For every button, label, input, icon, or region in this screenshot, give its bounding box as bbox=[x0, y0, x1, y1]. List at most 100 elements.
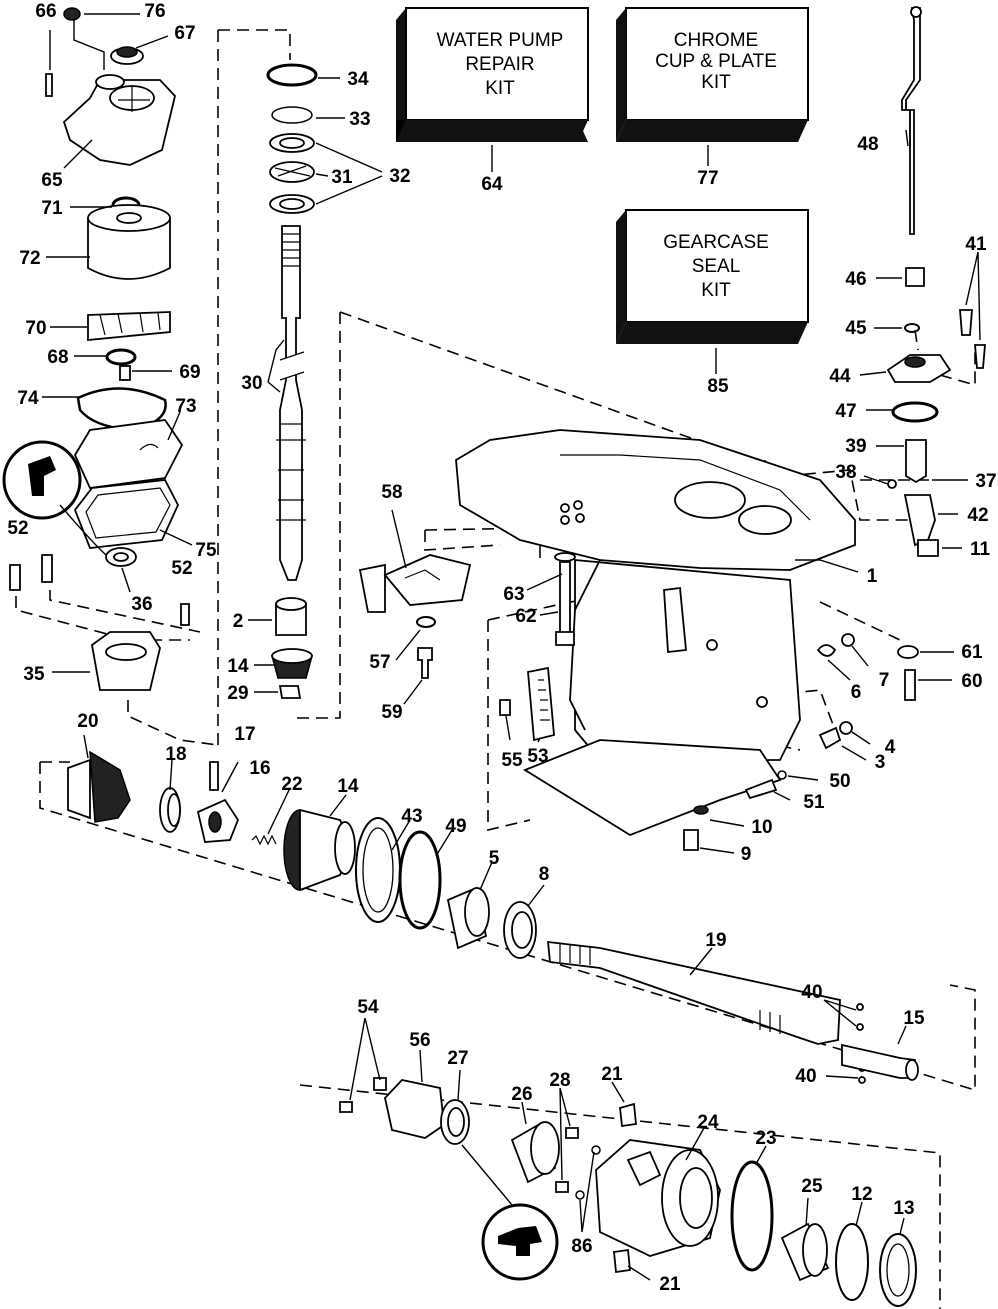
part-35 bbox=[91, 631, 161, 691]
callout-75: 75 bbox=[195, 540, 217, 561]
callout-27: 27 bbox=[447, 1048, 468, 1069]
callout-11: 11 bbox=[970, 539, 991, 560]
callout-18: 18 bbox=[165, 744, 186, 765]
part-56 bbox=[384, 1079, 445, 1139]
part-19 bbox=[546, 940, 841, 1045]
callout-26: 26 bbox=[511, 1084, 532, 1105]
kit-85-line-3: KIT bbox=[701, 280, 731, 301]
kit-64-line-2: REPAIR bbox=[465, 54, 534, 75]
callout-65: 65 bbox=[41, 170, 63, 191]
part-40b bbox=[858, 1076, 866, 1084]
callout-57: 57 bbox=[369, 652, 390, 673]
kit-77-line-2: CUP & PLATE bbox=[655, 51, 777, 72]
kit-77-number: 77 bbox=[697, 168, 718, 189]
callout-16: 16 bbox=[249, 758, 270, 779]
kit-box-85: GEARCASE SEAL KIT bbox=[616, 209, 809, 344]
part-21b bbox=[613, 1248, 631, 1274]
callout-66: 66 bbox=[35, 1, 56, 22]
callout-14-a: 14 bbox=[227, 656, 249, 677]
callout-9: 9 bbox=[741, 844, 752, 865]
part-63 bbox=[554, 552, 576, 562]
part-54 bbox=[339, 1101, 353, 1113]
callout-49: 49 bbox=[445, 816, 466, 837]
shift-rod-parts bbox=[886, 6, 986, 557]
kit-85-line-2: SEAL bbox=[692, 256, 741, 277]
callout-43: 43 bbox=[401, 806, 422, 827]
part-44 bbox=[886, 354, 952, 383]
callout-36: 36 bbox=[131, 594, 152, 615]
callout-40-b: 40 bbox=[795, 1066, 816, 1087]
part-11 bbox=[917, 539, 939, 557]
callout-4: 4 bbox=[885, 737, 896, 758]
part-53 bbox=[527, 666, 555, 742]
driveshaft-parts bbox=[266, 63, 318, 699]
part-21a bbox=[619, 1102, 637, 1128]
callout-labels: 66 76 67 65 71 72 70 68 69 74 73 75 36 5… bbox=[7, 1, 996, 1295]
callout-2: 2 bbox=[233, 611, 244, 632]
callout-20: 20 bbox=[77, 711, 98, 732]
callout-19: 19 bbox=[705, 930, 726, 951]
kit-64-line-1: WATER PUMP bbox=[437, 30, 564, 51]
callout-8: 8 bbox=[539, 864, 550, 885]
part-58 bbox=[383, 554, 472, 606]
part-73 bbox=[73, 419, 184, 489]
part-74 bbox=[76, 387, 167, 432]
part-61 bbox=[897, 645, 919, 659]
part-48 bbox=[901, 7, 921, 235]
callout-44: 44 bbox=[829, 366, 851, 387]
part-60 bbox=[904, 669, 916, 701]
part-57 bbox=[416, 616, 436, 628]
part-50 bbox=[777, 770, 787, 780]
callout-73: 73 bbox=[175, 396, 196, 417]
callout-29: 29 bbox=[227, 683, 248, 704]
part-20 bbox=[89, 750, 131, 823]
callout-35: 35 bbox=[23, 664, 45, 685]
part-34 bbox=[266, 63, 318, 87]
callout-25: 25 bbox=[801, 1176, 823, 1197]
callout-34: 34 bbox=[347, 69, 369, 90]
callout-53: 53 bbox=[527, 746, 548, 767]
part-40a bbox=[856, 1023, 864, 1031]
part-46 bbox=[905, 267, 925, 287]
callout-52-b: 52 bbox=[171, 558, 192, 579]
callout-31: 31 bbox=[331, 167, 353, 188]
part-13 bbox=[879, 1233, 917, 1307]
kit-85-number: 85 bbox=[707, 376, 729, 397]
part-7 bbox=[841, 633, 855, 647]
part-47 bbox=[891, 401, 939, 423]
callout-28: 28 bbox=[549, 1070, 570, 1091]
callout-38: 38 bbox=[835, 462, 856, 483]
callout-leaders bbox=[42, 13, 981, 1281]
part-49 bbox=[398, 830, 442, 930]
callout-52-a: 52 bbox=[7, 518, 28, 539]
callout-62: 62 bbox=[515, 606, 536, 627]
bearing-carrier-row bbox=[339, 1077, 917, 1307]
callout-45: 45 bbox=[845, 318, 867, 339]
part-69 bbox=[119, 365, 131, 381]
water-pump-parts bbox=[2, 7, 190, 691]
part-45 bbox=[904, 323, 920, 333]
callout-51: 51 bbox=[803, 792, 825, 813]
kit-64-number: 64 bbox=[481, 174, 503, 195]
callout-17: 17 bbox=[234, 724, 255, 745]
callout-7: 7 bbox=[879, 670, 890, 691]
kit-box-64: WATER PUMP REPAIR KIT bbox=[396, 7, 589, 142]
part-9 bbox=[683, 829, 699, 851]
callout-74: 74 bbox=[17, 388, 39, 409]
callout-72: 72 bbox=[19, 248, 40, 269]
callout-47: 47 bbox=[835, 401, 856, 422]
callout-23: 23 bbox=[755, 1128, 776, 1149]
part-10 bbox=[693, 805, 709, 815]
callout-14-b: 14 bbox=[337, 776, 359, 797]
callout-1: 1 bbox=[867, 566, 878, 587]
part-59 bbox=[417, 647, 433, 679]
callout-69: 69 bbox=[179, 362, 200, 383]
part-39 bbox=[905, 439, 927, 484]
callout-60: 60 bbox=[961, 671, 982, 692]
gearcase-small-parts bbox=[358, 552, 919, 851]
callout-15: 15 bbox=[903, 1008, 925, 1029]
callout-22: 22 bbox=[281, 774, 302, 795]
callout-6: 6 bbox=[851, 682, 862, 703]
callout-68: 68 bbox=[47, 347, 68, 368]
